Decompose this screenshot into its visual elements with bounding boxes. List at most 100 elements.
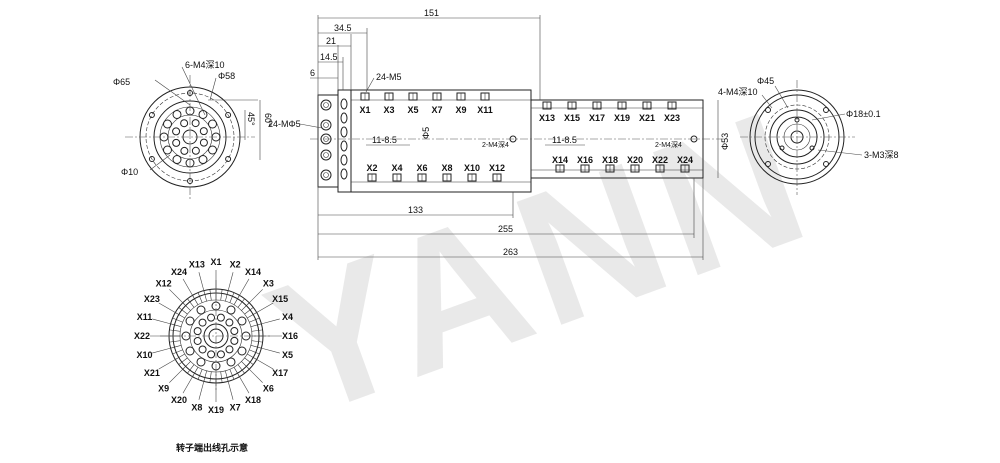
pin-hole <box>226 305 236 315</box>
ring-segment <box>229 292 235 303</box>
left-phi58-label: Φ58 <box>218 71 235 81</box>
pin-hole <box>193 336 202 345</box>
wire-hole <box>172 138 181 147</box>
pin-leader <box>198 379 205 400</box>
pin-label: X11 <box>137 312 153 322</box>
pin-hole <box>207 350 216 359</box>
dim-21: 21 <box>326 36 336 46</box>
wire-hole <box>198 155 208 165</box>
head-port-inner <box>323 122 329 128</box>
pin-hole <box>237 346 247 356</box>
head-screw <box>340 168 348 180</box>
right-m3-label: 3-M3深8 <box>864 150 899 160</box>
pin-hole <box>225 345 234 354</box>
terminal-label: X24 <box>677 155 693 165</box>
terminal-label: X14 <box>552 155 568 165</box>
mount-hole <box>225 156 232 162</box>
head-port-inner <box>323 172 329 178</box>
pin-leader <box>169 367 185 383</box>
terminal-label: X19 <box>614 113 630 123</box>
pin-leader <box>198 272 205 293</box>
pin-label: X15 <box>272 294 288 304</box>
pin-hole <box>225 318 234 327</box>
head-port-inner <box>323 152 329 158</box>
wire-hole <box>208 145 218 155</box>
terminal-label: X7 <box>431 105 442 115</box>
pin-leader <box>254 302 274 314</box>
pin-hole <box>211 301 221 311</box>
terminal-label: X5 <box>407 105 418 115</box>
head-port <box>320 169 332 181</box>
pin-label: X1 <box>210 257 221 267</box>
ring-segment <box>172 349 183 355</box>
head-port <box>320 149 332 161</box>
head-screw <box>340 126 348 138</box>
wire-hole <box>159 132 169 142</box>
mount-hole <box>148 112 155 118</box>
head-port-inner <box>323 102 329 108</box>
ring-segment <box>209 371 212 383</box>
head-screw <box>340 112 348 124</box>
pin-leader <box>259 347 280 354</box>
terminal-label: X18 <box>602 155 618 165</box>
pin-label: X5 <box>282 350 293 360</box>
ring-segment <box>244 357 254 365</box>
pin-layout-caption: 转子端出线孔示意 <box>176 442 248 453</box>
pin-hole <box>230 336 239 345</box>
pin-hole <box>237 316 247 326</box>
pin-hole <box>193 327 202 336</box>
left-phi65-label: Φ65 <box>113 77 130 87</box>
ring-segment <box>244 307 254 315</box>
mount-hole <box>187 90 193 96</box>
pin-leader <box>238 278 250 298</box>
dim-133: 133 <box>408 205 423 215</box>
pin-label: X4 <box>282 312 293 322</box>
wire-hole <box>172 127 181 136</box>
pin-label: X14 <box>245 267 261 277</box>
pin-leader <box>227 379 234 400</box>
ring-segment <box>220 371 223 383</box>
wire-hole <box>185 158 195 168</box>
head-port <box>320 119 332 131</box>
wire-hole <box>185 106 195 116</box>
pin-leader <box>247 367 263 383</box>
pin-label: X20 <box>171 395 187 405</box>
pin-label: X7 <box>230 402 241 412</box>
terminal-label: X2 <box>366 163 377 173</box>
pin-label: X18 <box>245 395 261 405</box>
right-end-view: Φ45 4-M4深10 Φ18±0.1 3-M3深8 <box>718 76 899 195</box>
pin-hole <box>226 357 236 367</box>
pin-hole <box>211 361 221 371</box>
pin-hole <box>181 331 191 341</box>
pin-leader <box>158 302 178 314</box>
head-port <box>320 99 332 111</box>
dim-263: 263 <box>503 247 518 257</box>
dim-hole-left: 11-8.5 <box>372 135 397 145</box>
mount-hole <box>187 178 193 184</box>
pin-hole <box>216 313 225 322</box>
ring-segment <box>197 369 203 380</box>
ring-segment <box>220 289 223 301</box>
wire-hole <box>199 127 208 136</box>
pin-label: X8 <box>191 402 202 412</box>
pin-hole <box>185 316 195 326</box>
pin-leader <box>182 374 194 394</box>
dim-24-m5: 24-M5 <box>376 72 402 82</box>
dim-phi5: Φ5 <box>421 127 431 139</box>
terminal-label: X22 <box>652 155 668 165</box>
pin-hole <box>241 331 251 341</box>
ring-segment <box>178 307 188 315</box>
ring-segment <box>249 349 260 355</box>
right-phi18-label: Φ18±0.1 <box>846 109 881 119</box>
ring-segment <box>187 298 195 308</box>
terminal-label: X21 <box>639 113 655 123</box>
wire-hole <box>191 119 200 128</box>
ring-segment <box>229 369 235 380</box>
pin-leader <box>254 358 274 370</box>
pin-label: X16 <box>282 331 298 341</box>
left-phi10-label: Φ10 <box>121 167 138 177</box>
pin-hole <box>198 318 207 327</box>
ring-segment <box>249 317 260 323</box>
wire-hole <box>162 145 172 155</box>
left-m4-label: 6-M4深10 <box>185 60 225 70</box>
